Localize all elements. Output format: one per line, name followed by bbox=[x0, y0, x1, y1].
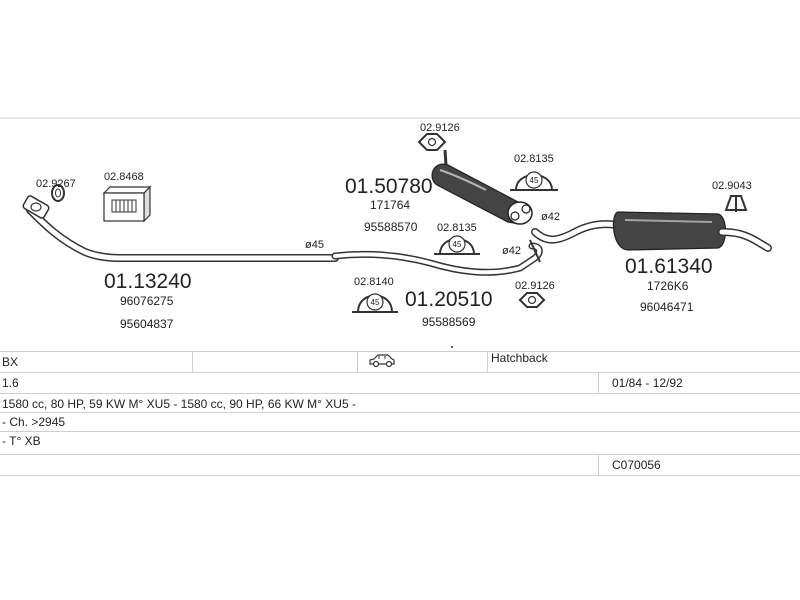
catalog-code: C070056 bbox=[612, 458, 661, 472]
table-divider bbox=[192, 352, 193, 372]
vehicle-row-catalog: C070056 bbox=[0, 455, 800, 476]
vehicle-row-chassis: - Ch. >2945 bbox=[0, 413, 800, 432]
intermediate-pipe bbox=[331, 239, 543, 276]
clamp-size-label: 45 bbox=[530, 176, 539, 185]
clamp-icon bbox=[518, 292, 546, 308]
clamp-icon bbox=[434, 235, 480, 255]
part-number-clamp-d: 02.9126 bbox=[515, 280, 555, 292]
part-number-clamp-top: 02.9126 bbox=[420, 122, 460, 134]
oe-number-inter-pipe: 95588569 bbox=[422, 315, 476, 329]
clamp-size-label: 45 bbox=[453, 240, 462, 249]
gasket-icon bbox=[51, 184, 65, 202]
oe-number-front-pipe-1: 96076275 bbox=[120, 294, 174, 308]
table-divider bbox=[487, 352, 488, 372]
part-number-hanger: 02.9043 bbox=[712, 180, 752, 192]
oe-number-rear-muffler-1: 1726K6 bbox=[647, 279, 689, 293]
part-number-gasket: 02.9267 bbox=[36, 178, 76, 190]
part-number-inter-pipe: 01.20510 bbox=[405, 288, 493, 311]
rubber-hanger-icon bbox=[724, 195, 748, 212]
clamp-icon bbox=[417, 133, 447, 151]
diameter-label-mid-2: ø42 bbox=[502, 245, 521, 257]
oe-number-rear-muffler-2: 96046471 bbox=[640, 300, 694, 314]
diagram-marker bbox=[451, 346, 453, 348]
clamp-icon bbox=[510, 171, 558, 191]
mounting-kit-icon bbox=[102, 185, 152, 223]
exhaust-system-diagram: 45 45 45 02.9267 02.8468 bbox=[0, 117, 800, 348]
oe-number-front-pipe-2: 95604837 bbox=[120, 317, 174, 331]
vehicle-engine-size: 1.6 bbox=[2, 376, 19, 390]
rear-muffler bbox=[531, 211, 772, 252]
front-pipe bbox=[22, 195, 339, 262]
vehicle-model: BX bbox=[2, 355, 19, 369]
vehicle-row-type: - T° XB bbox=[0, 432, 800, 455]
part-number-mounting-kit: 02.8468 bbox=[104, 171, 144, 183]
diameter-label-front: ø45 bbox=[305, 239, 324, 251]
oe-number-middle-muffler-1: 171764 bbox=[370, 198, 410, 212]
vehicle-engine-description: 1580 cc, 80 HP, 59 KW M° XU5 - 1580 cc, … bbox=[2, 397, 356, 411]
part-number-middle-muffler: 01.50780 bbox=[345, 175, 433, 198]
table-divider bbox=[598, 455, 599, 475]
vehicle-chassis: - Ch. >2945 bbox=[2, 415, 66, 429]
vehicle-info-table: BX Hatchback 1.6 01/84 - 12/92 1580 cc, … bbox=[0, 351, 800, 476]
diameter-label-mid-1: ø42 bbox=[541, 211, 560, 223]
part-number-clamp-c: 02.8140 bbox=[354, 276, 394, 288]
part-number-clamp-b: 02.8135 bbox=[437, 222, 477, 234]
clamp-size-label: 45 bbox=[371, 298, 380, 307]
part-number-clamp-a: 02.8135 bbox=[514, 153, 554, 165]
oe-number-middle-muffler-2: 95588570 bbox=[364, 220, 418, 234]
table-divider bbox=[357, 352, 358, 372]
part-number-rear-muffler: 01.61340 bbox=[625, 255, 713, 278]
table-divider bbox=[598, 373, 599, 393]
middle-muffler bbox=[431, 149, 533, 225]
vehicle-row-engine-desc: 1580 cc, 80 HP, 59 KW M° XU5 - 1580 cc, … bbox=[0, 394, 800, 413]
vehicle-type-code: - T° XB bbox=[2, 434, 41, 448]
vehicle-production-period: 01/84 - 12/92 bbox=[612, 376, 683, 390]
vehicle-body-type: Hatchback bbox=[491, 351, 548, 365]
clamp-icon bbox=[352, 293, 398, 313]
vehicle-row-engine: 1.6 01/84 - 12/92 bbox=[0, 373, 800, 394]
vehicle-row-model: BX Hatchback bbox=[0, 351, 800, 373]
car-icon bbox=[368, 352, 396, 372]
part-number-front-pipe: 01.13240 bbox=[104, 270, 192, 293]
